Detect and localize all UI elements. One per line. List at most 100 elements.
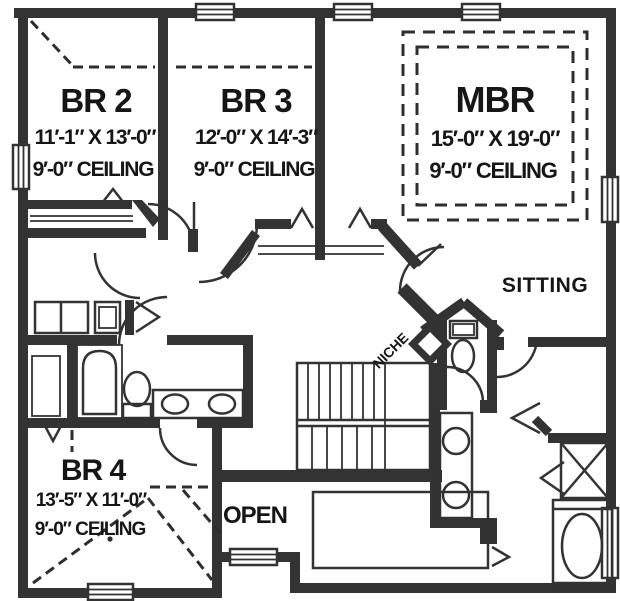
sitting-label: SITTING: [502, 274, 588, 297]
closet-door-triangle: [538, 460, 565, 496]
closets: [30, 186, 610, 500]
br2-dims: 11′-1″ X 13′-0″: [35, 126, 157, 149]
br2-ceiling-diag: [29, 19, 75, 68]
linen-closet-x: [559, 441, 610, 500]
br2-bifold-marker: [98, 186, 128, 208]
cabinet-small: [93, 300, 122, 335]
interior-walls: [28, 18, 616, 598]
br3-name: BR 3: [220, 82, 292, 119]
bathtub: [76, 344, 123, 419]
toilet-wc: [448, 319, 479, 374]
stair-treads-upper: [307, 364, 375, 420]
wall-bath-right: [243, 345, 253, 428]
sink-top: [441, 426, 471, 456]
wall-step-right: [290, 552, 300, 593]
wall-sitting-closet-top: [528, 337, 616, 347]
wall-left: [18, 8, 28, 598]
br3-bifold-marker1: [289, 206, 315, 229]
cabinet-door-triangle: [135, 300, 162, 334]
wall-br3-bottom-left: [255, 219, 291, 229]
double-vanity: [151, 388, 245, 420]
door-arc-br3: [198, 223, 259, 284]
mbr-name: MBR: [456, 79, 536, 120]
wall-wc-bottom-right: [480, 400, 497, 413]
door-arc-hall: [93, 252, 141, 300]
wall-bottom-right: [290, 583, 616, 593]
window-mbr-right: [600, 175, 620, 224]
wall-br2-br3: [158, 18, 168, 240]
sitting-closet-rod-mark: [509, 401, 541, 435]
sink-right: [207, 393, 237, 415]
br2-ceiling: 9′-0″ CEILING: [33, 158, 155, 181]
rod-mark-right: [491, 545, 512, 568]
wall-wc-left: [437, 320, 447, 410]
door-arc-wc: [446, 365, 485, 404]
br2-name: BR 2: [60, 82, 132, 119]
br3-dims: 12′-0″ X 14′-3″: [195, 126, 318, 149]
wall-bath-bottom-left: [28, 418, 160, 428]
window-right-lower: [600, 506, 620, 580]
wall-br3-mbr: [315, 18, 325, 260]
sink-left: [160, 393, 190, 415]
br3-bifold-marker2: [347, 206, 373, 229]
wall-closet-diag-stub: [531, 415, 553, 437]
sink-bottom: [441, 480, 471, 510]
open-to-below: [311, 490, 512, 570]
bath-fixtures: [33, 300, 614, 585]
wall-br2-closet-top: [28, 200, 132, 209]
mbr-dims: 15′-0″ X 19′-0″: [431, 126, 561, 151]
br4-ceiling-diag-right: [146, 497, 214, 581]
staircase: [295, 361, 432, 472]
br4-closet-outline: [31, 355, 61, 417]
wall-bath-bottom-right: [197, 418, 253, 428]
wall-tub-divider: [67, 345, 77, 418]
window-mbr-top-left: [332, 2, 374, 22]
door-arc-br4: [158, 427, 198, 467]
wall-stair-right: [430, 363, 440, 528]
wall-sitting-jamb: [492, 337, 504, 350]
br4-dims: 13′-5″ X 11′-0″: [36, 490, 147, 511]
window-open-bottom: [228, 547, 279, 567]
wall-right: [606, 8, 616, 593]
wall-br3-closet-diag-left: [219, 230, 261, 279]
door-arc-br2: [147, 202, 196, 251]
wall-bath-top-left: [28, 335, 117, 345]
br4-ceiling-diag-right2: [181, 489, 222, 534]
wall-br3-bottom-right: [371, 219, 387, 229]
window-mbr-top-right: [460, 2, 502, 22]
wall-wc-right: [487, 320, 497, 410]
br4-closet-marker: [42, 423, 64, 444]
wall-xbox-top: [548, 433, 616, 443]
cabinet-divider: [125, 300, 134, 335]
stair-treads-lower: [311, 427, 373, 469]
garden-tub: [551, 498, 614, 585]
mbr-ceiling: 9′-0″ CEILING: [429, 158, 556, 183]
br4-ceiling-dot: [107, 536, 113, 542]
br4-ceiling: 9′-0″ CEILING: [35, 519, 146, 540]
open-label: OPEN: [223, 502, 287, 529]
open-below-outline: [311, 490, 490, 570]
niche-diamond: [408, 322, 452, 366]
br4-name: BR 4: [61, 454, 127, 487]
stairs-outline: [295, 361, 432, 472]
vanity-vertical: [438, 411, 474, 520]
window-br4-bottom: [86, 582, 135, 601]
br4-ceiling-diag-left: [32, 496, 149, 585]
wall-br2-closet-bottom: [28, 228, 146, 238]
window-br2-left: [11, 143, 31, 191]
room-labels: BR 2 11′-1″ X 13′-0″ 9′-0″ CEILING BR 3 …: [33, 79, 588, 540]
wall-br2-closet-diag: [132, 200, 160, 227]
toilet-hall-bath: [121, 370, 153, 420]
ceiling-break-lines: [29, 19, 589, 585]
door-arc-sitting: [496, 336, 539, 379]
wall-top: [14, 8, 616, 18]
wall-bath-top-right: [167, 335, 253, 345]
door-swings: [93, 202, 539, 467]
wall-vanity-bottom: [430, 518, 492, 528]
window-br3-top: [194, 2, 236, 22]
door-panel-mbr: [417, 243, 442, 267]
wall-br4-right: [212, 428, 222, 598]
mbr-ceiling-inner: [415, 45, 575, 207]
